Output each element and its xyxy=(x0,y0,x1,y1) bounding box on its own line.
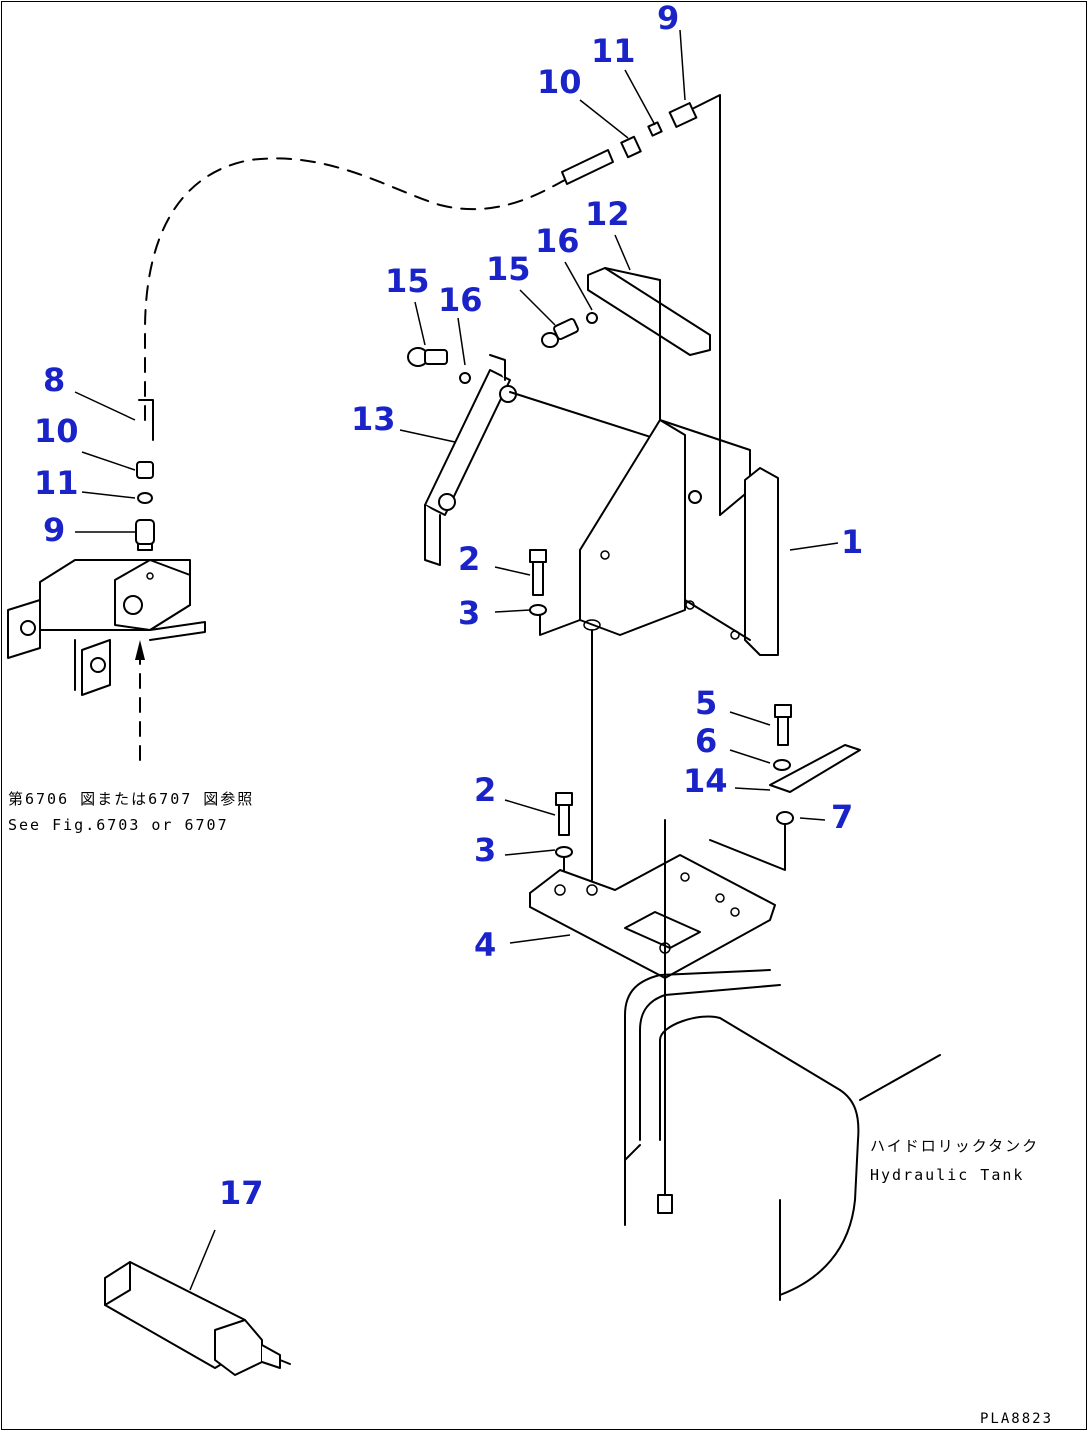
callout-6: 6 xyxy=(695,722,718,760)
callout-7: 7 xyxy=(831,798,854,836)
callout-9-top: 9 xyxy=(657,0,680,37)
ref-arrow-head xyxy=(135,640,145,660)
tank-label-en: Hydraulic Tank xyxy=(870,1166,1025,1184)
hose-line xyxy=(144,157,566,421)
lever-bracket-13 xyxy=(424,354,661,566)
callout-14: 14 xyxy=(683,762,728,800)
base-plate-4 xyxy=(529,819,776,1211)
top-fittings xyxy=(620,94,721,516)
sensor-bracket xyxy=(7,531,206,696)
hose-segment xyxy=(561,149,614,185)
drawing-code: PLA8823 xyxy=(980,1411,1054,1427)
callout-16-right: 16 xyxy=(535,222,580,260)
callout-11-left: 11 xyxy=(34,464,79,502)
callout-11-top: 11 xyxy=(591,32,636,70)
reference-note-jp: 第6706 図または6707 図参照 xyxy=(8,790,255,808)
bolt-5-plate-14 xyxy=(709,704,861,871)
callout-10-top: 10 xyxy=(537,63,582,101)
callout-9-left: 9 xyxy=(43,511,66,549)
callout-5: 5 xyxy=(695,684,718,722)
callout-1: 1 xyxy=(841,523,864,561)
bracket-12 xyxy=(587,267,711,441)
callout-15-right: 15 xyxy=(486,250,531,288)
callout-15-left: 15 xyxy=(385,262,430,300)
callout-17: 17 xyxy=(219,1174,264,1212)
column-1 xyxy=(579,419,779,656)
hydraulic-tank xyxy=(624,969,941,1301)
callout-4: 4 xyxy=(474,926,497,964)
callout-3-upper: 3 xyxy=(458,594,481,632)
callout-13: 13 xyxy=(351,400,396,438)
leader-lines xyxy=(74,29,839,1291)
bolts-15-16 xyxy=(407,312,598,384)
callout-3-lower: 3 xyxy=(474,831,497,869)
bolts-2-3 xyxy=(529,549,601,881)
callout-10-left: 10 xyxy=(34,412,79,450)
callout-16-left: 16 xyxy=(438,281,483,319)
callout-2-upper: 2 xyxy=(458,540,481,578)
callout-12: 12 xyxy=(585,195,630,233)
left-fittings xyxy=(135,399,155,545)
reference-note-en: See Fig.6703 or 6707 xyxy=(8,816,229,834)
tank-label-jp: ハイドロリックタンク xyxy=(870,1137,1040,1155)
callout-8: 8 xyxy=(43,361,66,399)
callout-2-lower: 2 xyxy=(474,771,497,809)
part-17 xyxy=(104,1261,291,1376)
